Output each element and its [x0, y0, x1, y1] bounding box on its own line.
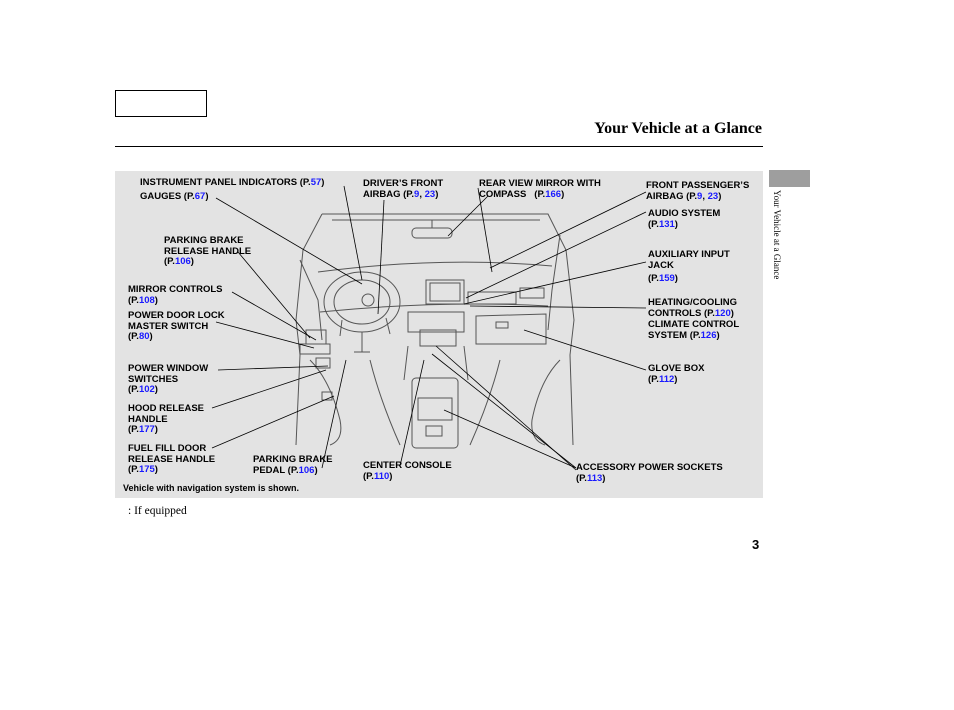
- label-heating-cooling: HEATING/COOLING CONTROLS (P.120): [648, 297, 738, 319]
- panel-note: Vehicle with navigation system is shown.: [123, 483, 300, 493]
- label-glove-box: GLOVE BOX (P.112): [648, 363, 705, 385]
- label-parking-brake-handle: PARKING BRAKE RELEASE HANDLE (P.106): [164, 235, 252, 267]
- label-accessory-power: ACCESSORY POWER SOCKETS (P.113): [576, 462, 723, 484]
- label-center-console: CENTER CONSOLE (P.110): [363, 460, 452, 482]
- callout-leader-lines: [211, 185, 647, 471]
- label-power-door-lock: POWER DOOR LOCK MASTER SWITCH (P.80): [128, 310, 225, 342]
- section-tab: [769, 170, 810, 187]
- label-mirror-controls: MIRROR CONTROLS (P.108): [128, 284, 223, 306]
- label-hood-release: HOOD RELEASE HANDLE (P.177): [128, 403, 205, 435]
- page-number: 3: [752, 537, 760, 552]
- page-title: Your Vehicle at a Glance: [594, 120, 762, 137]
- label-power-window: POWER WINDOW SWITCHES (P.102): [128, 363, 209, 395]
- dashboard-outline: [295, 213, 575, 449]
- label-aux-input: AUXILIARY INPUT JACK (P.159): [648, 249, 730, 284]
- label-fuel-fill: FUEL FILL DOOR RELEASE HANDLE (P.175): [128, 443, 216, 475]
- section-tab-text: Your Vehicle at a Glance: [772, 190, 782, 280]
- label-instrument-panel: INSTRUMENT PANEL INDICATORS (P.57): [140, 177, 325, 188]
- label-climate-control: CLIMATE CONTROL SYSTEM (P.126): [648, 319, 740, 341]
- label-drivers-airbag: DRIVER’S FRONT AIRBAG (P.9, 23): [363, 178, 444, 200]
- if-equipped-legend: : If equipped: [128, 505, 187, 517]
- header-rule: [115, 146, 763, 147]
- label-rear-view-mirror: REAR VIEW MIRROR WITH COMPASS (P.166): [479, 178, 601, 200]
- label-parking-brake-pedal: PARKING BRAKE PEDAL (P.106): [253, 454, 333, 476]
- label-gauges: GAUGES (P.67): [140, 191, 209, 202]
- label-passenger-airbag: FRONT PASSENGER’S AIRBAG (P.9, 23): [646, 180, 750, 202]
- label-audio-system: AUDIO SYSTEM (P.131): [648, 208, 721, 230]
- header-blank-box: [115, 90, 207, 117]
